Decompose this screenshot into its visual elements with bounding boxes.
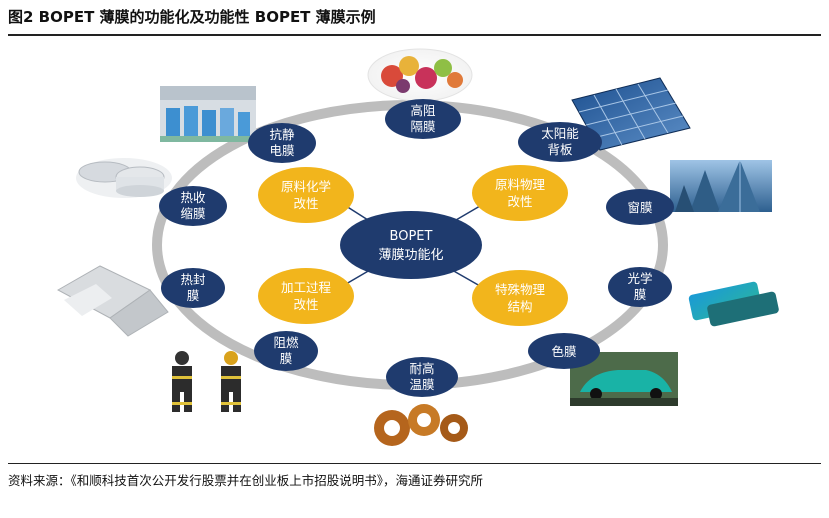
ring-node-label-2: 膜: [634, 287, 647, 302]
modification-label-2: 改性: [293, 196, 318, 211]
figure-title: 图2 BOPET 薄膜的功能化及功能性 BOPET 薄膜示例: [8, 8, 376, 26]
ring-node-optical-film: 光学 膜: [608, 267, 672, 307]
ring-node-label-2: 温膜: [409, 377, 434, 392]
modification-chemical: 原料化学 改性: [258, 167, 354, 223]
ring-node-label-2: 膜: [280, 351, 293, 366]
ring-node-heat-shrink: 热收 缩膜: [159, 186, 227, 226]
ring-node-label-1: 色膜: [551, 344, 576, 359]
ring-node-label-1: 光学: [627, 271, 652, 286]
firefighters-image: [172, 351, 241, 412]
ring-node-label-1: 高阻: [410, 103, 436, 118]
modification-label-1: 原料物理: [495, 177, 546, 192]
fruit-image: [367, 48, 473, 102]
center-label-2: 薄膜功能化: [378, 248, 443, 263]
modification-label-2: 改性: [507, 194, 532, 209]
foil-bags-image: [56, 265, 169, 337]
ring-node-label-1: 太阳能: [541, 126, 579, 141]
ring-node-label-2: 隔膜: [410, 119, 435, 134]
factory-image: [160, 86, 256, 142]
ring-node-color-film: 色膜: [528, 333, 600, 369]
ring-node-antistatic: 抗静 电膜: [248, 123, 316, 163]
ring-node-label-2: 缩膜: [180, 206, 205, 221]
ring-node-label-1: 耐高: [409, 361, 434, 376]
modification-label-2: 结构: [507, 299, 532, 314]
center-label-1: BOPET: [390, 229, 433, 244]
ring-node-label-2: 背板: [547, 142, 573, 157]
ring-node-window-film: 窗膜: [606, 189, 674, 225]
connector-lines: [345, 205, 481, 287]
modification-structure: 特殊物理 结构: [472, 270, 568, 326]
ring-node-high-barrier: 高阻 隔膜: [385, 99, 461, 139]
ring-node-label-1: 阻燃: [273, 335, 299, 350]
source-note: 资料来源：《和顺科技首次公开发行股票并在创业板上市招股说明书》，海通证券研究所: [8, 473, 484, 488]
top-divider: [8, 34, 821, 36]
ring-node-solar-backsheet: 太阳能 背板: [518, 122, 602, 162]
ring-node-label-1: 抗静: [269, 127, 295, 142]
building-image: [670, 160, 772, 212]
modification-label-1: 特殊物理: [495, 282, 546, 297]
ring-node-flame-retardant: 阻燃 膜: [254, 331, 318, 371]
modification-process: 加工过程 改性: [258, 268, 354, 324]
ring-node-heat-seal: 热封 膜: [161, 268, 225, 308]
ring-node-label-2: 电膜: [269, 143, 294, 158]
modification-label-2: 改性: [293, 297, 318, 312]
modification-label-1: 加工过程: [281, 280, 332, 295]
phone-image: [688, 281, 779, 327]
ring-node-label-1: 热收: [180, 190, 206, 205]
bottom-divider: [8, 463, 821, 464]
tape-rolls-image: [374, 404, 468, 446]
ring-node-label-2: 膜: [187, 288, 200, 303]
containers-image: [76, 158, 172, 198]
car-image: [570, 352, 678, 406]
ring-node-label-1: 窗膜: [627, 200, 652, 215]
modification-label-1: 原料化学: [281, 179, 331, 194]
modification-physical: 原料物理 改性: [472, 165, 568, 221]
ring-node-label-1: 热封: [180, 272, 205, 287]
center-node: BOPET 薄膜功能化: [340, 211, 482, 279]
ring-node-heat-resistant: 耐高 温膜: [386, 357, 458, 397]
